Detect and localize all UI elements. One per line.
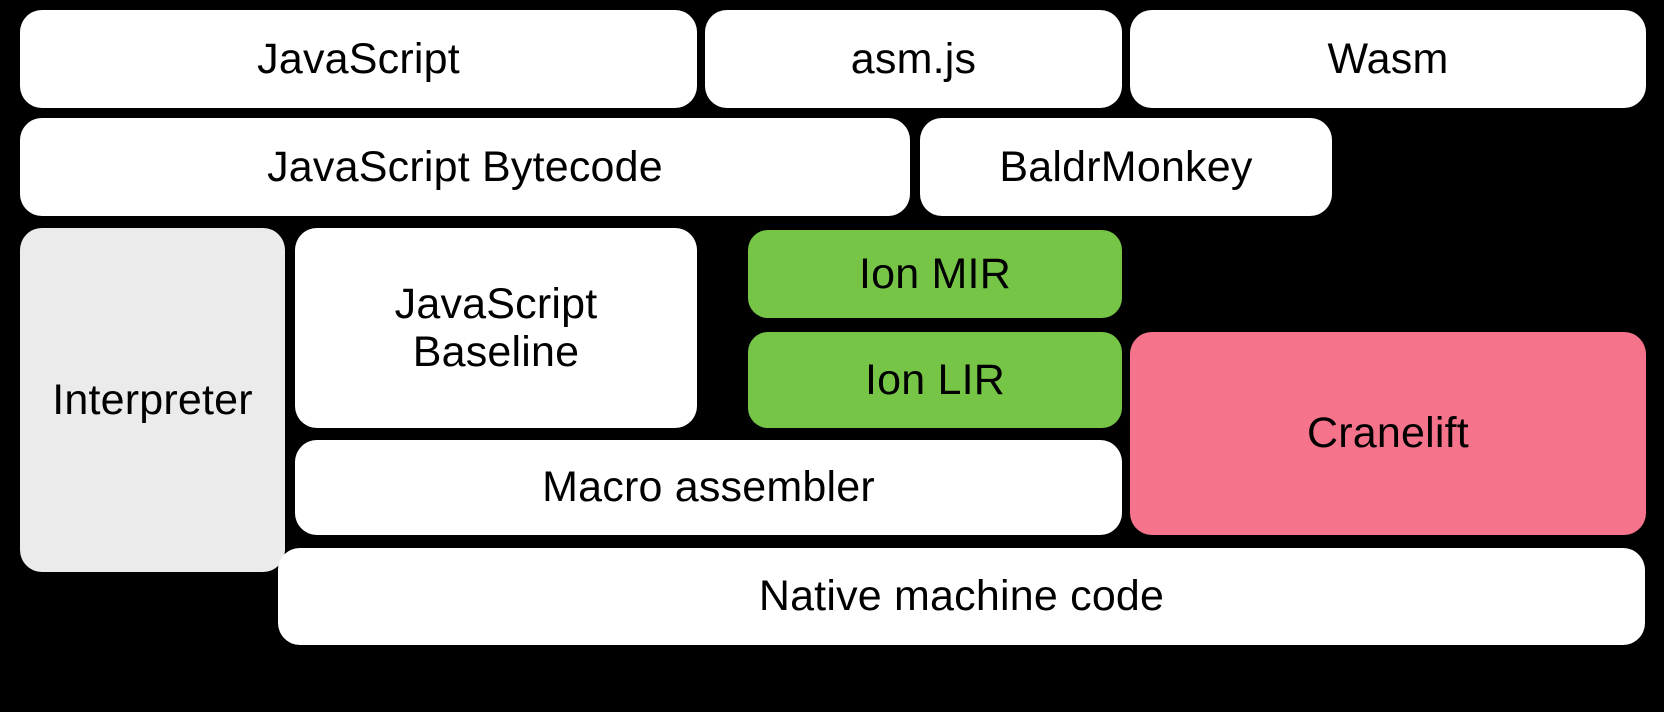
node-interpreter: Interpreter bbox=[20, 228, 285, 572]
node-javascript-bytecode: JavaScript Bytecode bbox=[20, 118, 910, 216]
node-wasm: Wasm bbox=[1130, 10, 1646, 108]
node-ion-lir: Ion LIR bbox=[748, 332, 1122, 428]
node-asmjs: asm.js bbox=[705, 10, 1122, 108]
node-cranelift: Cranelift bbox=[1130, 332, 1646, 535]
node-baldrmonkey: BaldrMonkey bbox=[920, 118, 1332, 216]
node-javascript: JavaScript bbox=[20, 10, 697, 108]
node-native-machine-code: Native machine code bbox=[278, 548, 1645, 645]
node-javascript-baseline: JavaScript Baseline bbox=[295, 228, 697, 428]
node-ion-mir: Ion MIR bbox=[748, 230, 1122, 318]
node-macro-assembler: Macro assembler bbox=[295, 440, 1122, 535]
